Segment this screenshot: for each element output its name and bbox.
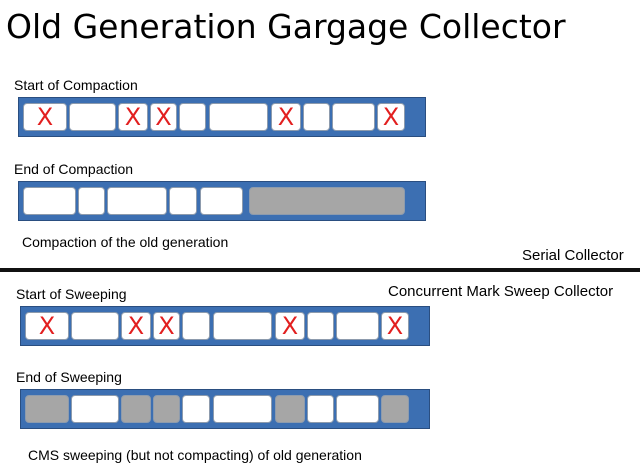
object-cell [69,103,116,131]
dead-object-cell: X [271,103,301,131]
freed-space-cell [121,395,151,423]
compaction-start-heap: X X X X X [18,97,426,137]
end-of-sweeping-label: End of Sweeping [16,369,122,385]
dead-object-cell: X [23,103,67,131]
x-mark-icon: X [277,103,295,131]
x-mark-icon: X [386,312,404,340]
freed-space-cell [153,395,180,423]
object-cell [336,395,379,423]
freed-space-cell [275,395,305,423]
object-cell [332,103,375,131]
sweeping-end-heap [20,389,430,429]
compacted-free-space-cell [249,187,405,215]
dead-object-cell: X [381,312,409,340]
object-cell [107,187,167,215]
dead-object-cell: X [153,312,180,340]
start-of-sweeping-label: Start of Sweeping [16,286,127,302]
object-cell [182,395,210,423]
object-cell [71,312,119,340]
serial-collector-label: Serial Collector [522,247,624,264]
x-mark-icon: X [155,103,172,131]
object-cell [71,395,119,423]
dead-object-cell: X [118,103,148,131]
cms-collector-label: Concurrent Mark Sweep Collector [388,283,614,300]
object-cell [303,103,330,131]
x-mark-icon: X [158,312,175,340]
object-cell [213,395,272,423]
dead-object-cell: X [377,103,405,131]
sweeping-start-heap: X X X X X [20,306,430,346]
compaction-end-heap [18,181,426,221]
x-mark-icon: X [281,312,299,340]
dead-object-cell: X [121,312,151,340]
x-mark-icon: X [124,103,142,131]
sweeping-caption: CMS sweeping (but not compacting) of old… [28,447,362,463]
object-cell [182,312,210,340]
object-cell [78,187,105,215]
x-mark-icon: X [382,103,400,131]
freed-space-cell [381,395,409,423]
object-cell [200,187,243,215]
object-cell [307,395,334,423]
section-divider [0,268,640,272]
diagram-title: Old Generation Gargage Collector [6,7,566,46]
x-mark-icon: X [38,312,56,340]
x-mark-icon: X [36,103,54,131]
object-cell [179,103,206,131]
object-cell [169,187,197,215]
freed-space-cell [25,395,69,423]
start-of-compaction-label: Start of Compaction [14,77,138,93]
compaction-caption: Compaction of the old generation [22,234,229,250]
x-mark-icon: X [127,312,145,340]
object-cell [23,187,76,215]
object-cell [213,312,272,340]
dead-object-cell: X [25,312,69,340]
end-of-compaction-label: End of Compaction [14,161,134,177]
object-cell [209,103,268,131]
dead-object-cell: X [150,103,177,131]
object-cell [307,312,334,340]
dead-object-cell: X [275,312,305,340]
object-cell [336,312,379,340]
